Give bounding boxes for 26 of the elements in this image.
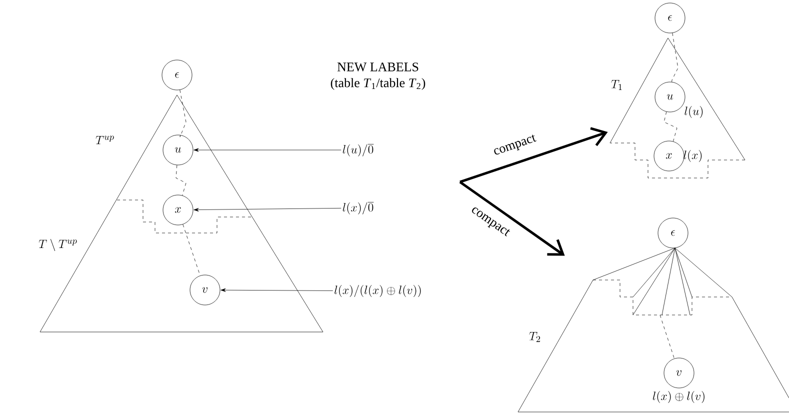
- node-label: $l(u)/\overline{0}$: [342, 144, 374, 156]
- dashed-path: [176, 164, 186, 196]
- arrow: [220, 288, 334, 292]
- node-caption: $l(x)$: [684, 150, 702, 162]
- arrow: [459, 180, 565, 256]
- node-caption: $l(u)$: [684, 106, 703, 118]
- node-label: $l(x)/(l(x)\oplus l(v))$: [334, 285, 421, 297]
- tree-label: $T\setminus T^{up}$: [38, 239, 77, 251]
- dashed-path: [180, 90, 186, 138]
- arrow: [194, 208, 342, 212]
- dashed-path: [660, 314, 674, 359]
- tree-triangle: [610, 38, 746, 178]
- heading: (table T$_{1}$/table T$_{2}$): [330, 78, 426, 90]
- tree-triangle: [518, 248, 789, 412]
- tree-label: $T_2$: [529, 332, 540, 342]
- dashed-path: [664, 112, 678, 142]
- node-label: $l(x)/\overline{0}$: [342, 202, 374, 214]
- tree-label: $T_1$: [611, 80, 622, 90]
- arrow: [194, 148, 342, 152]
- dashed-path: [672, 32, 678, 82]
- node-caption: $l(x)\oplus l(v)$: [652, 391, 704, 403]
- tree-label: $T^{up}$: [96, 136, 114, 144]
- edge-label: compact: [494, 134, 536, 155]
- arrow: [460, 127, 608, 184]
- heading: NEW LABELS: [337, 62, 418, 72]
- tree-triangle: [40, 94, 324, 332]
